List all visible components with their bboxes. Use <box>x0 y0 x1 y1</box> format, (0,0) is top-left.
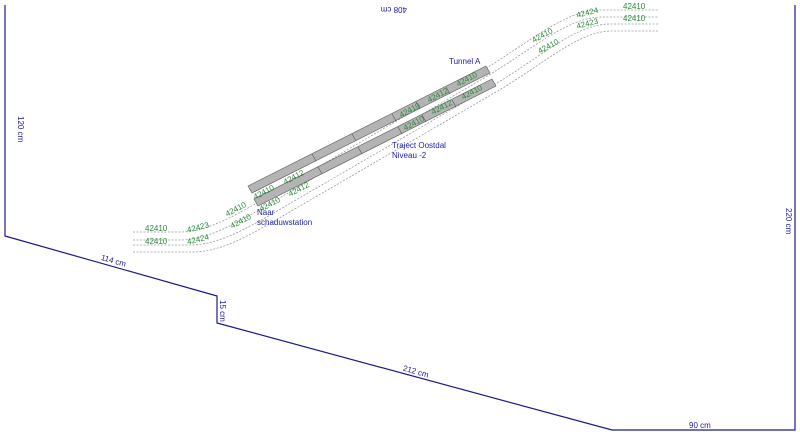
tunnel-joint <box>391 113 397 122</box>
traject-label-line1: Traject Oostdal <box>392 141 446 150</box>
dim-top: 408 cm <box>380 5 407 14</box>
tunnel-joint <box>445 86 451 95</box>
track-lower <box>133 23 658 253</box>
track-upper <box>133 9 658 241</box>
tunnel-joint <box>421 114 427 123</box>
part-label: 42410 <box>623 14 646 23</box>
part-label: 42410 <box>145 237 168 246</box>
tunnel-joint <box>451 99 457 108</box>
dim-bottom-right: 90 cm <box>689 421 711 430</box>
tunnel-lower <box>253 78 497 207</box>
tunnel-joint <box>415 101 421 110</box>
part-label: 42410 <box>145 224 168 233</box>
wall-outline <box>4 5 796 431</box>
traject-label-line2: Niveau -2 <box>392 151 427 160</box>
dim-left: 120 cm <box>16 116 25 143</box>
part-labels: 42424 42410 42423 42410 42410 42410 4241… <box>145 2 646 247</box>
track-upper-edge-a <box>133 9 658 233</box>
tunnel-joint <box>311 153 317 162</box>
part-label: 42410 <box>623 2 646 11</box>
track-lower-edge-b <box>133 30 658 253</box>
tunnel-joint <box>351 133 357 142</box>
tunnel-upper <box>247 65 491 194</box>
tunnel-joint <box>357 146 363 155</box>
part-label: 42424 <box>186 232 210 246</box>
tunnel-joint <box>317 166 323 175</box>
dim-step: 15 cm <box>218 300 227 322</box>
dim-right: 220 cm <box>784 208 793 235</box>
tunnel-label: Tunnel A <box>449 57 481 66</box>
tunnel-sections <box>247 65 497 207</box>
tunnel-joint <box>397 126 403 135</box>
naar-label-line1: Naar <box>257 208 275 217</box>
naar-label-line2: schaduwstation <box>257 218 312 227</box>
room-outline <box>4 5 796 431</box>
track-upper-edge-b <box>133 16 658 241</box>
